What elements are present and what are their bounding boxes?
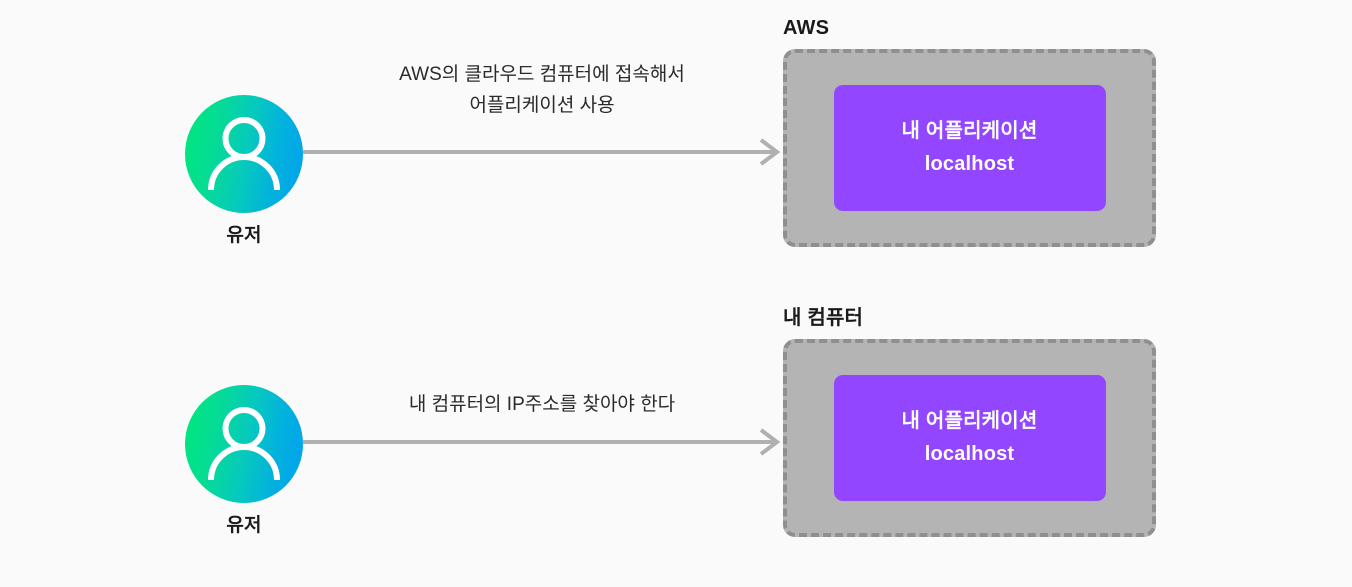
flow-aws: AWS의 클라우드 컴퓨터에 접속해서 어플리케이션 사용 — [303, 18, 781, 278]
machine-boundary-box: 내 어플리케이션 localhost — [783, 49, 1156, 247]
app-host: localhost — [924, 443, 1015, 465]
machine-label: 내 컴퓨터 — [783, 307, 864, 329]
user-avatar-icon — [185, 385, 303, 503]
flow-caption: AWS의 클라우드 컴퓨터에 접속해서 어플리케이션 사용 — [399, 64, 685, 116]
machine-label: AWS — [783, 17, 830, 39]
app-title: 내 어플리케이션 — [901, 410, 1038, 432]
arrow-right-icon — [303, 138, 781, 166]
app-box[interactable]: 내 어플리케이션 localhost — [833, 85, 1106, 211]
user-avatar-icon — [185, 95, 303, 213]
actor-label: 유저 — [226, 225, 262, 246]
actor-user-local: 유저 — [185, 385, 303, 538]
actor-user-aws: 유저 — [185, 95, 303, 248]
arrow-right-icon — [303, 428, 781, 456]
machine-local: 내 컴퓨터 내 어플리케이션 localhost — [783, 308, 1157, 537]
actor-label: 유저 — [226, 515, 262, 536]
flow-local: 내 컴퓨터의 IP주소를 찾아야 한다 — [303, 308, 781, 568]
diagram-row-aws: 유저 AWS의 클라우드 컴퓨터에 접속해서 어플리케이션 사용 AWS 내 어… — [0, 18, 1352, 278]
app-title: 내 어플리케이션 — [901, 120, 1038, 142]
machine-boundary-box: 내 어플리케이션 localhost — [783, 339, 1156, 537]
machine-aws: AWS 내 어플리케이션 localhost — [783, 18, 1157, 247]
app-box[interactable]: 내 어플리케이션 localhost — [833, 375, 1106, 501]
app-host: localhost — [924, 153, 1015, 175]
flow-caption: 내 컴퓨터의 IP주소를 찾아야 한다 — [408, 394, 676, 415]
diagram-row-local: 유저 내 컴퓨터의 IP주소를 찾아야 한다 내 컴퓨터 내 어플리케이션 lo… — [0, 308, 1352, 568]
